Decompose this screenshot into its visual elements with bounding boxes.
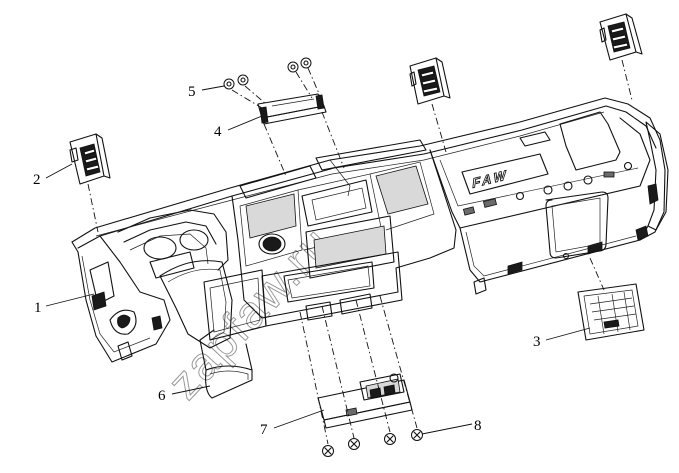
column-trim (199, 329, 253, 399)
callout-2: 2 (33, 172, 41, 188)
switch-panel (317, 373, 413, 429)
right-side-vent (599, 13, 643, 61)
callout-4: 4 (214, 124, 222, 140)
top-bracket (257, 93, 327, 125)
center-top-vent (409, 57, 451, 105)
top-screws (223, 57, 312, 90)
callout-3: 3 (533, 334, 541, 350)
callout-1: 1 (34, 300, 42, 316)
callout-7: 7 (260, 422, 268, 438)
callouts: 1 2 3 4 5 6 7 8 (33, 84, 591, 438)
cover-panel (577, 283, 645, 341)
brand-label: FAW (472, 167, 510, 191)
left-side-vent (69, 133, 111, 185)
assembly-lines (87, 59, 633, 445)
instrument-panel: FAW (71, 97, 669, 363)
callout-5: 5 (188, 84, 196, 100)
callout-8: 8 (474, 418, 482, 434)
callout-6: 6 (158, 388, 166, 404)
bottom-screws (322, 429, 423, 457)
